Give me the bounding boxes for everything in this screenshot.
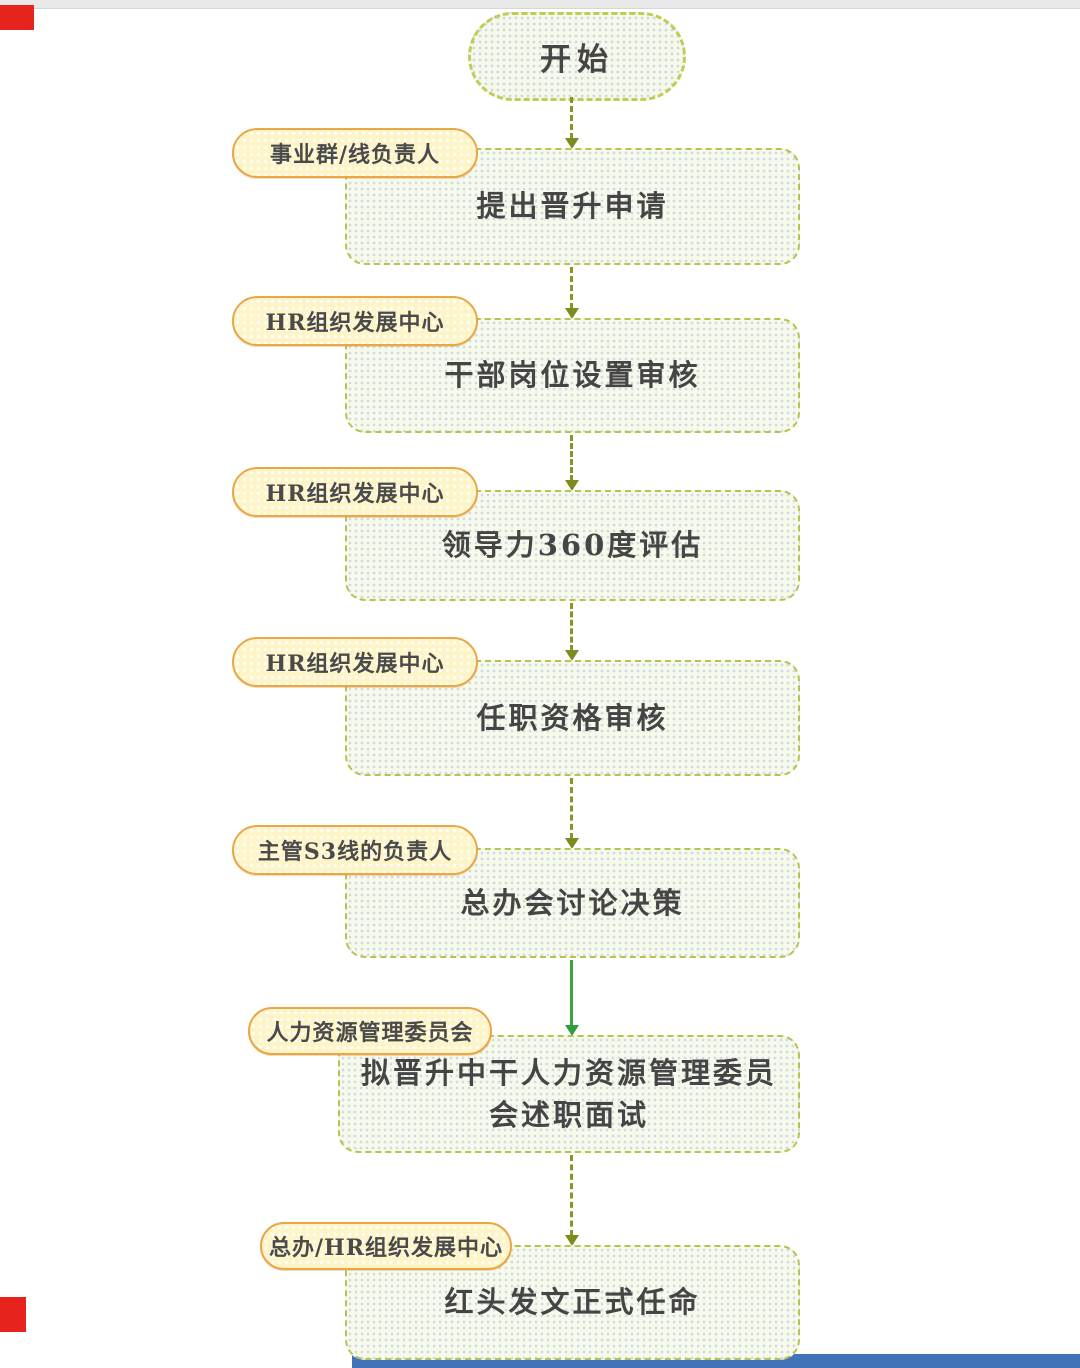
role-tag-3-label: HR组织发展中心 [265,481,445,507]
start-node: 开始 [468,12,686,101]
role-tag-6-label: 人力资源管理委员会 [266,1020,474,1046]
role-tag-1: 事业群/线负责人 [232,128,478,178]
role-tag-4-label: HR组织发展中心 [265,651,445,677]
process-box-2-label: 干部岗位设置审核 [444,358,701,393]
role-tag-3: HR组织发展中心 [232,467,478,517]
process-box-7-label: 红头发文正式任命 [444,1285,701,1320]
process-box-6-label: 拟晋升中干人力资源管理委员会述职面试 [360,1055,777,1132]
role-tag-2: HR组织发展中心 [232,296,478,346]
role-tag-6: 人力资源管理委员会 [248,1007,492,1055]
process-box-6: 拟晋升中干人力资源管理委员会述职面试 [338,1035,800,1153]
flow-connector-4-to-5 [565,778,579,849]
role-tag-5-label: 主管S3线的负责人 [257,839,453,865]
flow-connector-5-to-6 [565,960,579,1036]
process-box-4: 任职资格审核 [345,660,800,776]
flow-connector-2-to-3 [565,435,579,491]
role-tag-1-label: 事业群/线负责人 [269,142,441,168]
flow-connector-start-to-1 [565,97,579,149]
role-tag-5: 主管S3线的负责人 [232,825,478,875]
red-annotation-mark-top [0,5,34,30]
flow-connector-6-to-7 [565,1155,579,1246]
process-box-3-label: 领导力360度评估 [441,528,704,563]
process-box-4-label: 任职资格审核 [476,700,669,735]
process-box-1-label: 提出晋升申请 [476,189,669,224]
role-tag-2-label: HR组织发展中心 [265,310,445,336]
flow-connector-1-to-2 [565,267,579,319]
top-window-bar [0,0,1080,9]
red-annotation-mark-bottom [0,1297,26,1332]
start-node-label: 开始 [540,42,614,78]
process-box-3: 领导力360度评估 [345,490,800,601]
role-tag-4: HR组织发展中心 [232,637,478,687]
role-tag-7-label: 总办/HR组织发展中心 [268,1235,504,1261]
process-box-5-label: 总办会讨论决策 [460,885,685,920]
flow-connector-3-to-4 [565,603,579,661]
role-tag-7: 总办/HR组织发展中心 [260,1222,512,1270]
